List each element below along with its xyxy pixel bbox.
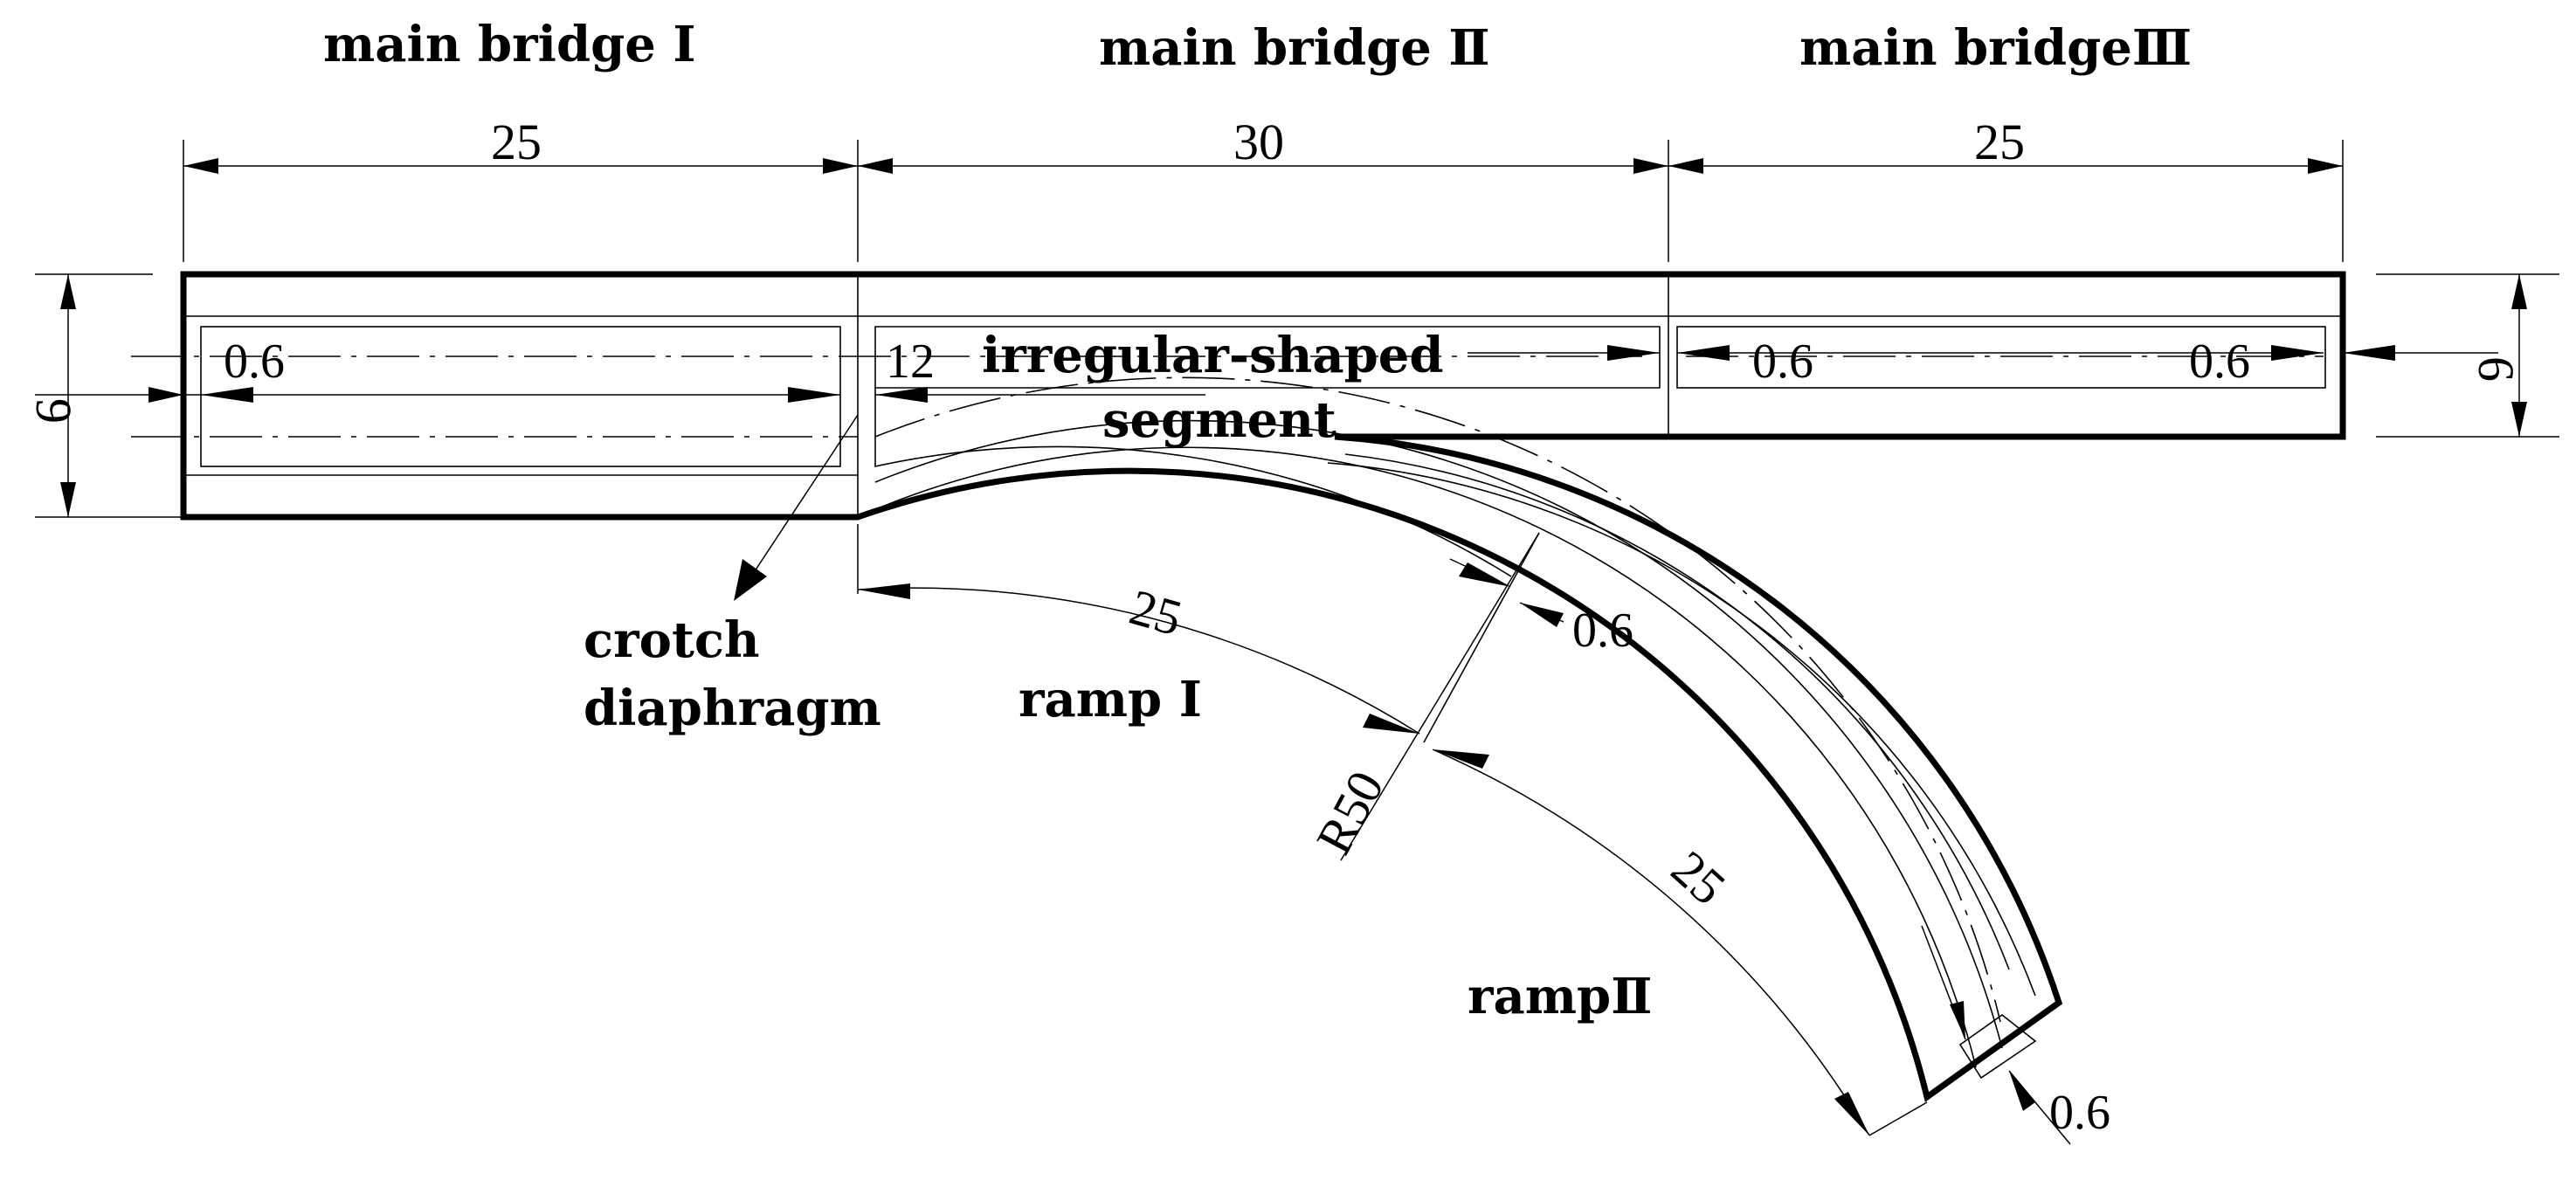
bridge-outline (180, 271, 2346, 1102)
center-lines (131, 355, 2324, 1023)
crotch-diaphragm-leader (734, 414, 859, 601)
irregular-segment-label-line1: irregular-shaped (982, 327, 1444, 384)
crotch-diaphragm-label-line2: diaphragm (584, 680, 881, 737)
main-bridge-2-label: main bridge Ⅱ (1099, 19, 1490, 77)
ramp-2-label: rampⅡ (1468, 968, 1652, 1025)
width-dimension-left (35, 273, 183, 518)
ramp-web-2-value: 0.6 (2049, 1086, 2110, 1140)
web-thickness-c: 0.6 (1752, 335, 1813, 389)
span-dimension-line (183, 140, 2344, 262)
ramp-web-1-value: 0.6 (1572, 604, 1633, 658)
ramp-span-2-value: 25 (1661, 839, 1737, 915)
web-thickness-arrows (35, 345, 2498, 403)
radius-leader (1340, 532, 1540, 861)
width-right-value: 6 (2468, 356, 2524, 382)
irregular-segment-label-line2: segment (1102, 391, 1336, 449)
width-left-value: 9 (25, 398, 82, 424)
inner-box-outlines (183, 274, 2343, 1080)
web-thickness-d: 0.6 (2189, 335, 2250, 389)
width-dimension-right (2376, 273, 2559, 438)
web-thickness-a: 0.6 (224, 335, 285, 389)
main-bridge-3-label: main bridgeⅢ (1799, 19, 2192, 77)
crotch-diaphragm-label-line1: crotch (584, 611, 760, 669)
ramp-dimension-arcs (857, 524, 1928, 1136)
span-main-3-value: 25 (1974, 114, 2025, 170)
ramp-1-label: ramp Ⅰ (1019, 671, 1202, 728)
span-main-2-value: 30 (1233, 114, 1284, 170)
span-main-1-value: 25 (491, 114, 542, 170)
radius-value: R50 (1305, 762, 1395, 863)
ramp-span-1-value: 25 (1123, 578, 1188, 646)
main-bridge-1-label: main bridge Ⅰ (323, 16, 696, 73)
web-thickness-b: 12 (886, 335, 935, 389)
ramp-web-arrows (1449, 558, 2071, 1145)
